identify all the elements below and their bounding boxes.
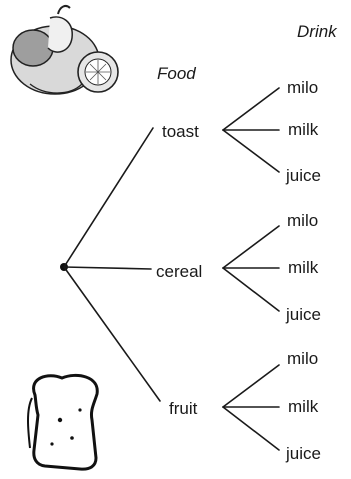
drink-label-cereal-juice: juice [285, 305, 321, 324]
branch-cereal-milo [223, 226, 279, 268]
branch-fruit-milo [223, 365, 279, 407]
food-label-fruit: fruit [169, 399, 198, 418]
drink-label-fruit-juice: juice [285, 444, 321, 463]
branch-root-toast [64, 128, 153, 267]
drink-label-cereal-milo: milo [287, 211, 318, 230]
branch-cereal-juice [223, 268, 279, 311]
branch-root-cereal [64, 267, 151, 269]
drink-column-header: Drink [297, 22, 338, 41]
drink-label-fruit-milk: milk [288, 397, 319, 416]
drink-label-cereal-milk: milk [288, 258, 319, 277]
drink-label-toast-milk: milk [288, 120, 319, 139]
fruit-bowl-icon [11, 6, 118, 94]
branch-fruit-juice [223, 407, 279, 450]
drink-label-toast-juice: juice [285, 166, 321, 185]
branch-toast-milo [223, 88, 279, 130]
food-column-header: Food [157, 64, 196, 83]
food-label-toast: toast [162, 122, 199, 141]
food-label-cereal: cereal [156, 262, 202, 281]
drink-label-toast-milo: milo [287, 78, 318, 97]
bread-slice-icon [28, 375, 97, 469]
branch-toast-juice [223, 130, 279, 172]
drink-label-fruit-milo: milo [287, 349, 318, 368]
